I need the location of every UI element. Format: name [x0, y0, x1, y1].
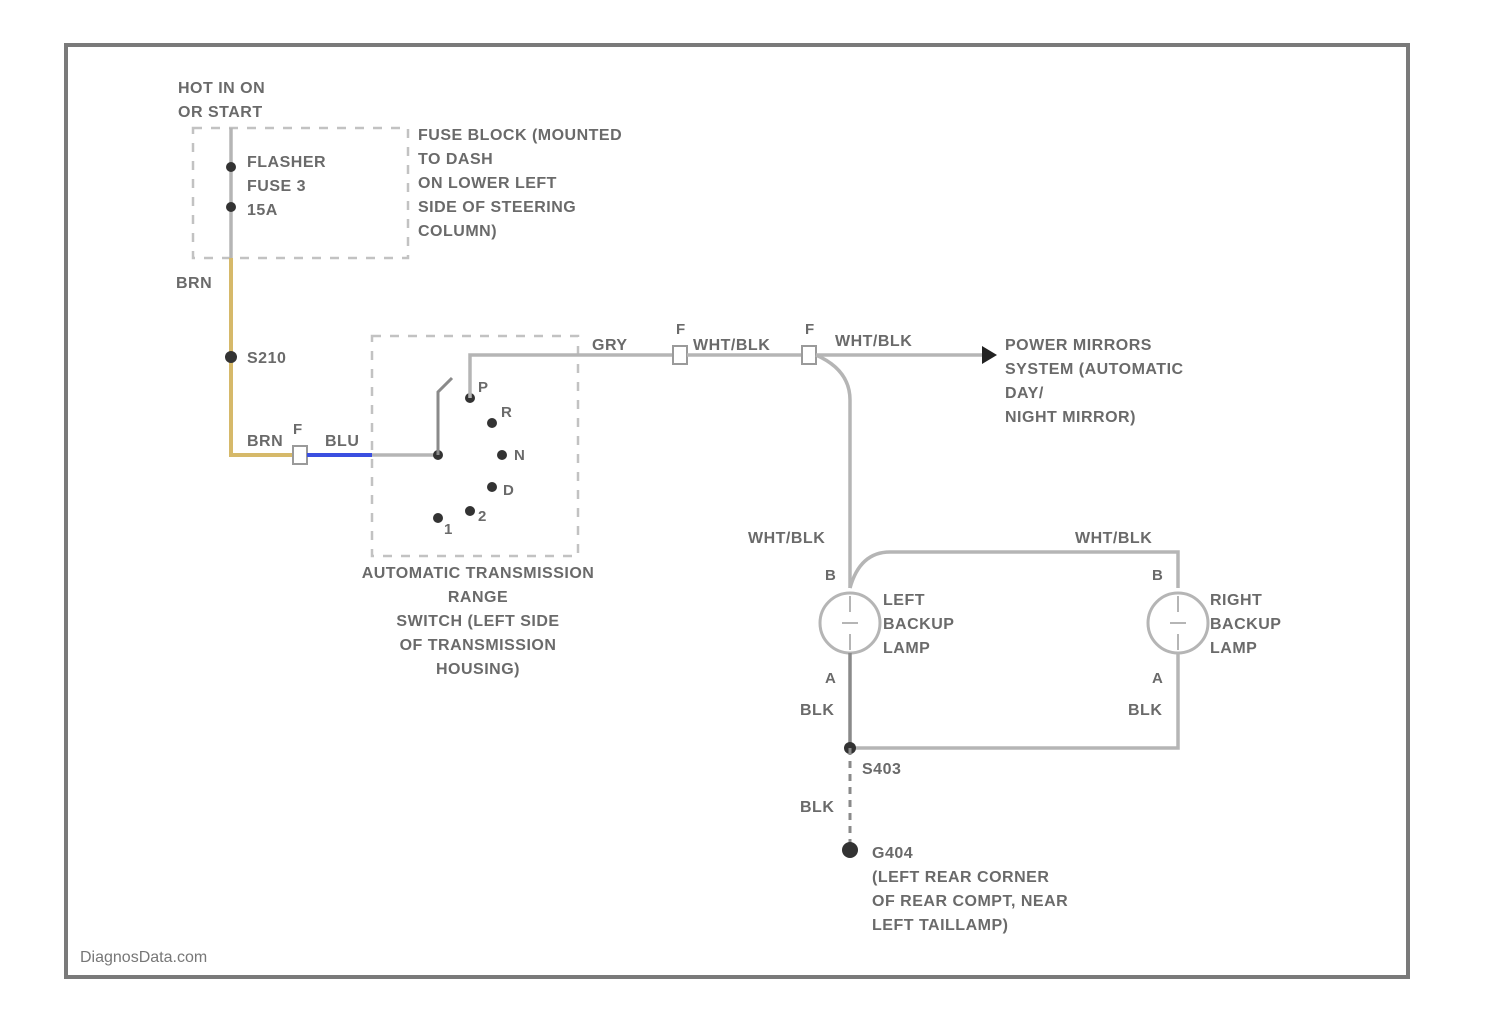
ground-icon — [842, 842, 858, 858]
switch-pos-d: D — [503, 482, 514, 499]
blu-wire-label: BLU — [325, 433, 359, 450]
ground-label-4: LEFT TAILLAMP) — [872, 917, 1008, 934]
switch-pos-p: P — [478, 379, 488, 396]
ground-label-3: OF REAR COMPT, NEAR — [872, 893, 1068, 910]
fuse-block-desc-4: SIDE OF STEERING — [418, 199, 576, 216]
wht-blk-left-label: WHT/BLK — [748, 530, 825, 547]
connector-c1-pin: F — [293, 421, 302, 438]
switch-pos-r-dot — [487, 418, 497, 428]
ground-label-2: (LEFT REAR CORNER — [872, 869, 1049, 886]
switch-pos-1-dot — [433, 513, 443, 523]
fuse-block-desc-3: ON LOWER LEFT — [418, 175, 557, 192]
connector-c3-pin: F — [805, 321, 814, 338]
fuse-block-desc-1: FUSE BLOCK (MOUNTED — [418, 127, 622, 144]
left-lamp-label-3: LAMP — [883, 640, 930, 657]
mirror-dest-1: POWER MIRRORS — [1005, 337, 1152, 354]
fuse-terminal-bottom — [226, 202, 236, 212]
power-source-line1: HOT IN ON — [178, 80, 265, 97]
splice-s403-label: S403 — [862, 761, 901, 778]
mirror-dest-3: DAY/ — [1005, 385, 1044, 402]
mirror-dest-4: NIGHT MIRROR) — [1005, 409, 1136, 426]
wht-blk-right-label: WHT/BLK — [1075, 530, 1152, 547]
left-lamp-pin-b: B — [825, 567, 836, 584]
brn-switch-label: BRN — [247, 433, 283, 450]
ground-wire-label: BLK — [800, 799, 834, 816]
splice-s210-label: S210 — [247, 350, 286, 367]
gry-wire-label: GRY — [592, 337, 628, 354]
switch-pos-n-dot — [497, 450, 507, 460]
left-lamp-label-2: BACKUP — [883, 616, 954, 633]
switch-pos-2-dot — [465, 506, 475, 516]
right-lamp-label-3: LAMP — [1210, 640, 1257, 657]
switch-pos-1: 1 — [444, 521, 452, 538]
fuse-label-line3: 15A — [247, 202, 278, 219]
switch-label-2: RANGE — [448, 589, 508, 606]
fuse-block-desc-5: COLUMN) — [418, 223, 497, 240]
connector-c1 — [293, 446, 307, 464]
switch-label-3: SWITCH (LEFT SIDE — [396, 613, 559, 630]
connector-c2 — [673, 346, 687, 364]
wht-blk-mirror-label: WHT/BLK — [835, 333, 912, 350]
watermark: DiagnosData.com — [80, 949, 207, 966]
right-lamp-label-1: RIGHT — [1210, 592, 1262, 609]
fuse-label-line2: FUSE 3 — [247, 178, 306, 195]
switch-pos-n: N — [514, 447, 525, 464]
fuse-block-desc-2: TO DASH — [418, 151, 493, 168]
left-lamp-label-1: LEFT — [883, 592, 925, 609]
switch-label-4: OF TRANSMISSION — [400, 637, 557, 654]
right-lamp-pin-b: B — [1152, 567, 1163, 584]
left-lamp-pin-a: A — [825, 670, 836, 687]
left-ground-label: BLK — [800, 702, 834, 719]
wht-blk-mid-label: WHT/BLK — [693, 337, 770, 354]
connector-c3 — [802, 346, 816, 364]
switch-pos-2: 2 — [478, 508, 486, 525]
fuse-label-line1: FLASHER — [247, 154, 326, 171]
switch-pos-d-dot — [487, 482, 497, 492]
right-lamp-pin-a: A — [1152, 670, 1163, 687]
connector-c2-pin: F — [676, 321, 685, 338]
switch-label-5: HOUSING) — [436, 661, 520, 678]
mirror-dest-2: SYSTEM (AUTOMATIC — [1005, 361, 1184, 378]
switch-pos-r: R — [501, 404, 512, 421]
fuse-terminal-top — [226, 162, 236, 172]
right-ground-label: BLK — [1128, 702, 1162, 719]
right-lamp-label-2: BACKUP — [1210, 616, 1281, 633]
power-source-line2: OR START — [178, 104, 263, 121]
brn-wire-label: BRN — [176, 275, 212, 292]
splice-s210 — [225, 351, 237, 363]
ground-label-1: G404 — [872, 845, 913, 862]
switch-label-1: AUTOMATIC TRANSMISSION — [362, 565, 595, 582]
